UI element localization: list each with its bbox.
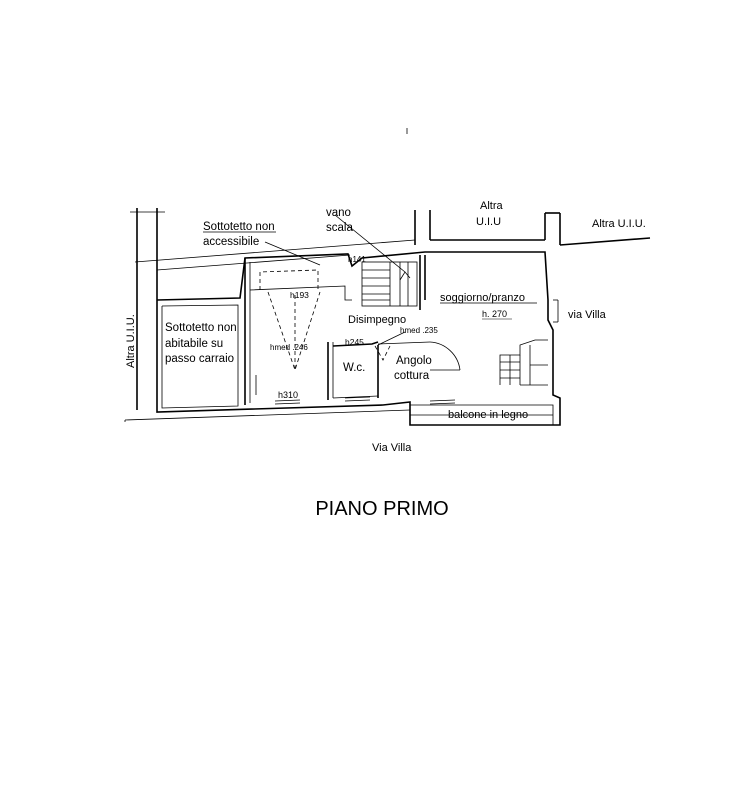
label-hmed-246: hmed .246 — [270, 343, 308, 352]
label-h310: h310 — [278, 390, 298, 400]
left-neighbour-walls — [130, 208, 165, 410]
roof-lines — [134, 239, 416, 271]
label-altra-uiu-right: Altra U.I.U. — [592, 218, 646, 230]
label-h270: h. 270 — [482, 309, 507, 319]
label-altra-uiu-left: Altra U.I.U. — [125, 314, 137, 368]
label-sottotetto-abitabile-2: abitabile su — [165, 338, 223, 350]
leader-lines — [264, 241, 406, 346]
label-via-villa-right: via Villa — [568, 309, 607, 321]
stair-secondary — [499, 339, 548, 386]
label-angolo: Angolo — [396, 355, 432, 367]
label-hmed-235: hmed .235 — [400, 326, 438, 335]
label-altra-top: Altra — [480, 200, 504, 212]
label-sottotetto-abitabile-1: Sottotetto non — [165, 322, 237, 334]
label-balcone: balcone in legno — [448, 409, 528, 421]
dashed-roof-lines — [259, 269, 391, 372]
label-cottura: cottura — [394, 370, 430, 382]
label-accessibile: accessibile — [203, 236, 259, 248]
label-sottotetto-non: Sottotetto non — [203, 221, 275, 233]
label-wc: W.c. — [343, 362, 365, 374]
label-via-villa-bottom: Via Villa — [372, 442, 412, 454]
label-h193: h193 — [290, 290, 309, 300]
label-sottotetto-abitabile-3: passo carraio — [165, 353, 234, 365]
label-vano: vano — [326, 207, 351, 219]
label-h245: h245 — [345, 337, 364, 347]
building-outline — [124, 251, 561, 426]
page-title: PIANO PRIMO — [315, 498, 448, 520]
label-disimpegno: Disimpegno — [348, 314, 406, 326]
top-neighbour-walls — [414, 210, 651, 246]
label-h141: h141 — [348, 255, 366, 264]
label-scala: scala — [326, 222, 353, 234]
label-soggiorno: soggiorno/pranzo — [440, 292, 525, 304]
stair-main — [334, 214, 418, 307]
label-uiu-top: U.I.U — [476, 216, 501, 228]
